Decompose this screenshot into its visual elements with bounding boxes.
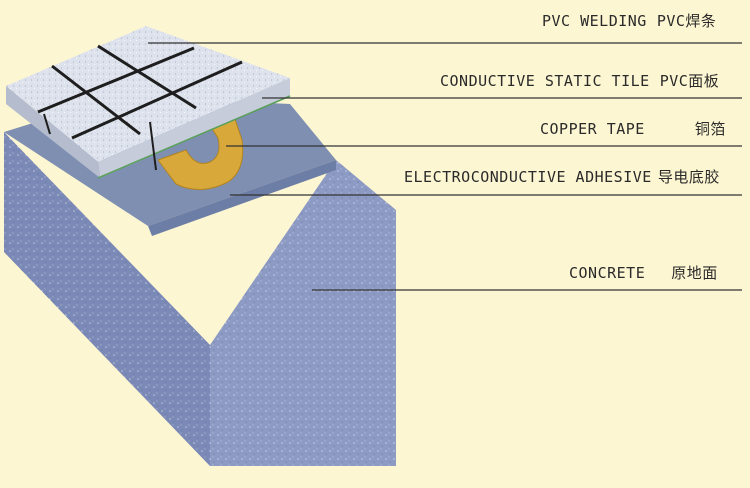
label-copper-tape: COPPER TAPE 铜箔: [540, 118, 726, 139]
label-copper-tape-en: COPPER TAPE: [540, 120, 645, 138]
label-conductive-tile-zh: PVC面板: [659, 72, 720, 90]
label-conductive-tile-en: CONDUCTIVE STATIC TILE: [440, 72, 650, 90]
conductive-tiles: [6, 26, 291, 179]
label-adhesive: ELECTROCONDUCTIVE ADHESIVE 导电底胶: [404, 166, 720, 187]
label-adhesive-en: ELECTROCONDUCTIVE ADHESIVE: [404, 168, 652, 186]
welding-seam-5: [149, 121, 157, 171]
copper-tape-shape: [157, 109, 244, 190]
label-concrete-zh: 原地面: [671, 264, 718, 282]
copper-tape: [157, 109, 244, 190]
concrete-left-face-texture: [4, 132, 210, 466]
welding-seam-2: [97, 44, 197, 110]
tile-grid-side-front: [98, 78, 290, 178]
tile-edge-green: [97, 95, 291, 179]
welding-seam-6: [43, 113, 51, 135]
label-pvc-welding-zh: PVC焊条: [656, 12, 717, 30]
welding-seam-3: [37, 46, 195, 114]
welding-seam-1: [51, 64, 141, 136]
label-concrete-en: CONCRETE: [569, 264, 646, 282]
label-concrete: CONCRETE 原地面: [569, 262, 718, 283]
label-conductive-tile: CONDUCTIVE STATIC TILE PVC面板: [440, 70, 719, 91]
adhesive-edge: [148, 160, 336, 236]
leader-lines: [148, 42, 742, 291]
tile-grid-texture: [6, 26, 290, 162]
label-pvc-welding-en: PVC WELDING: [542, 12, 647, 30]
label-pvc-welding: PVC WELDING PVC焊条: [542, 10, 716, 31]
label-adhesive-zh: 导电底胶: [657, 168, 720, 186]
welding-seam-4: [71, 60, 243, 140]
tile-grid-side-left: [6, 86, 100, 178]
concrete-front-face-texture: [210, 160, 396, 466]
label-copper-tape-zh: 铜箔: [694, 120, 726, 138]
concrete-block: [4, 132, 396, 466]
